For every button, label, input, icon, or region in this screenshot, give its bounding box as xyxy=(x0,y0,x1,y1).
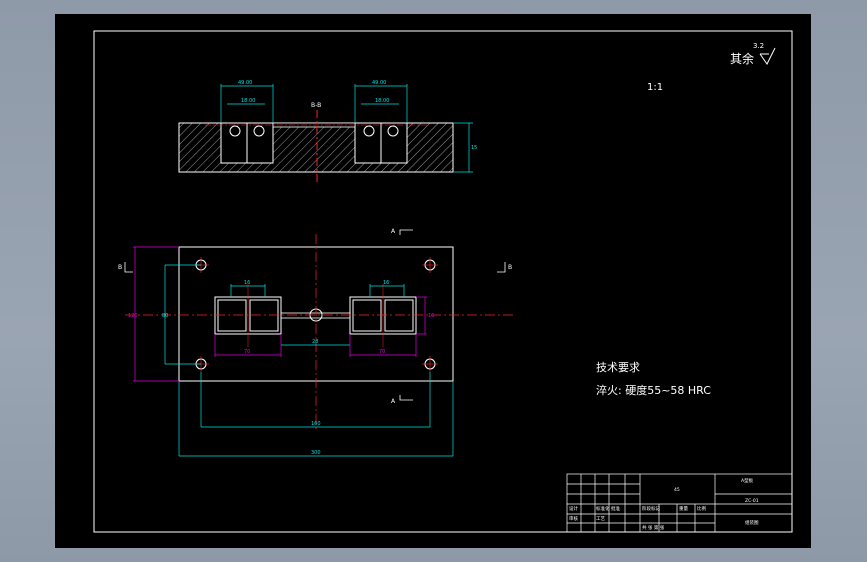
cad-drawing[interactable]: 其余 3.2 1:1 B-B xyxy=(55,14,811,548)
dim-top-left-outer: 49.00 xyxy=(238,80,252,86)
marker-b-right: B xyxy=(508,264,512,271)
marker-b-left: B xyxy=(118,264,122,271)
tb-part-name: A型板 xyxy=(741,477,754,484)
plan-view[interactable]: A A B B xyxy=(118,228,515,457)
section-body xyxy=(178,122,454,173)
section-hole-4 xyxy=(387,125,399,137)
dim-top-right-outer: 49.00 xyxy=(372,80,386,86)
scale-note: 1:1 xyxy=(647,82,663,93)
tb-std: 标准化 xyxy=(596,505,610,512)
cavity-right-inner-2 xyxy=(384,299,414,332)
dim-hole-pitch-h: 160 xyxy=(311,421,321,427)
tb-ratio: 比例 xyxy=(697,505,706,512)
tb-check: 审核 xyxy=(569,515,578,522)
cad-viewport[interactable]: 其余 3.2 1:1 B-B xyxy=(55,14,811,548)
dim-center-gap: 28 xyxy=(312,339,318,345)
dim-side-right: 16 xyxy=(428,313,434,319)
dim-cavity-width-left: 16 xyxy=(244,280,250,286)
tb-weight: 重量 xyxy=(679,505,688,512)
dim-top-left-inner: 18.00 xyxy=(241,98,255,104)
tb-material: 45 xyxy=(674,487,680,493)
marker-a-top: A xyxy=(391,228,396,235)
tb-company: 组装图 xyxy=(745,519,759,526)
cavity-right-inner-1 xyxy=(352,299,382,332)
tech-requirements-title: 技术要求 xyxy=(596,361,640,374)
dim-plate-width: 300 xyxy=(311,450,321,456)
roughness-value: 3.2 xyxy=(753,42,764,50)
tb-process: 工艺 xyxy=(596,516,605,522)
tb-drawing-no: ZC-01 xyxy=(745,498,759,504)
section-hole-1 xyxy=(229,125,241,137)
dim-cavity-width-right: 16 xyxy=(383,280,389,286)
dim-cavity-len-right: 70 xyxy=(379,349,385,355)
section-label: B-B xyxy=(311,102,321,109)
tech-requirements-line: 淬火: 硬度55~58 HRC xyxy=(596,383,711,397)
section-view[interactable]: B-B 49.00 18.00 49.00 18.00 15 xyxy=(178,80,477,182)
dim-height: 15 xyxy=(471,145,477,151)
cavity-left-inner-2 xyxy=(249,299,279,332)
section-hole-2 xyxy=(253,125,265,137)
cavity-left-inner-1 xyxy=(217,299,247,332)
dim-cavity-len-left: 70 xyxy=(244,349,250,355)
marker-a-bottom: A xyxy=(391,398,396,405)
title-block[interactable] xyxy=(566,473,793,533)
dim-plate-height: 120 xyxy=(128,313,138,319)
drawing-border xyxy=(93,30,793,533)
dim-top-right-inner: 18.00 xyxy=(375,98,389,104)
dim-hole-pitch-v: 80 xyxy=(162,313,168,319)
section-hole-3 xyxy=(363,125,375,137)
tb-sheet: 共 张 第 张 xyxy=(642,524,665,531)
runner xyxy=(280,312,351,319)
tb-design: 设计 xyxy=(569,505,578,512)
tb-stage: 阶段标记 xyxy=(642,505,660,512)
roughness-icon xyxy=(759,47,776,65)
roughness-label: 其余 xyxy=(730,51,754,66)
tb-approve: 批准 xyxy=(611,505,620,512)
